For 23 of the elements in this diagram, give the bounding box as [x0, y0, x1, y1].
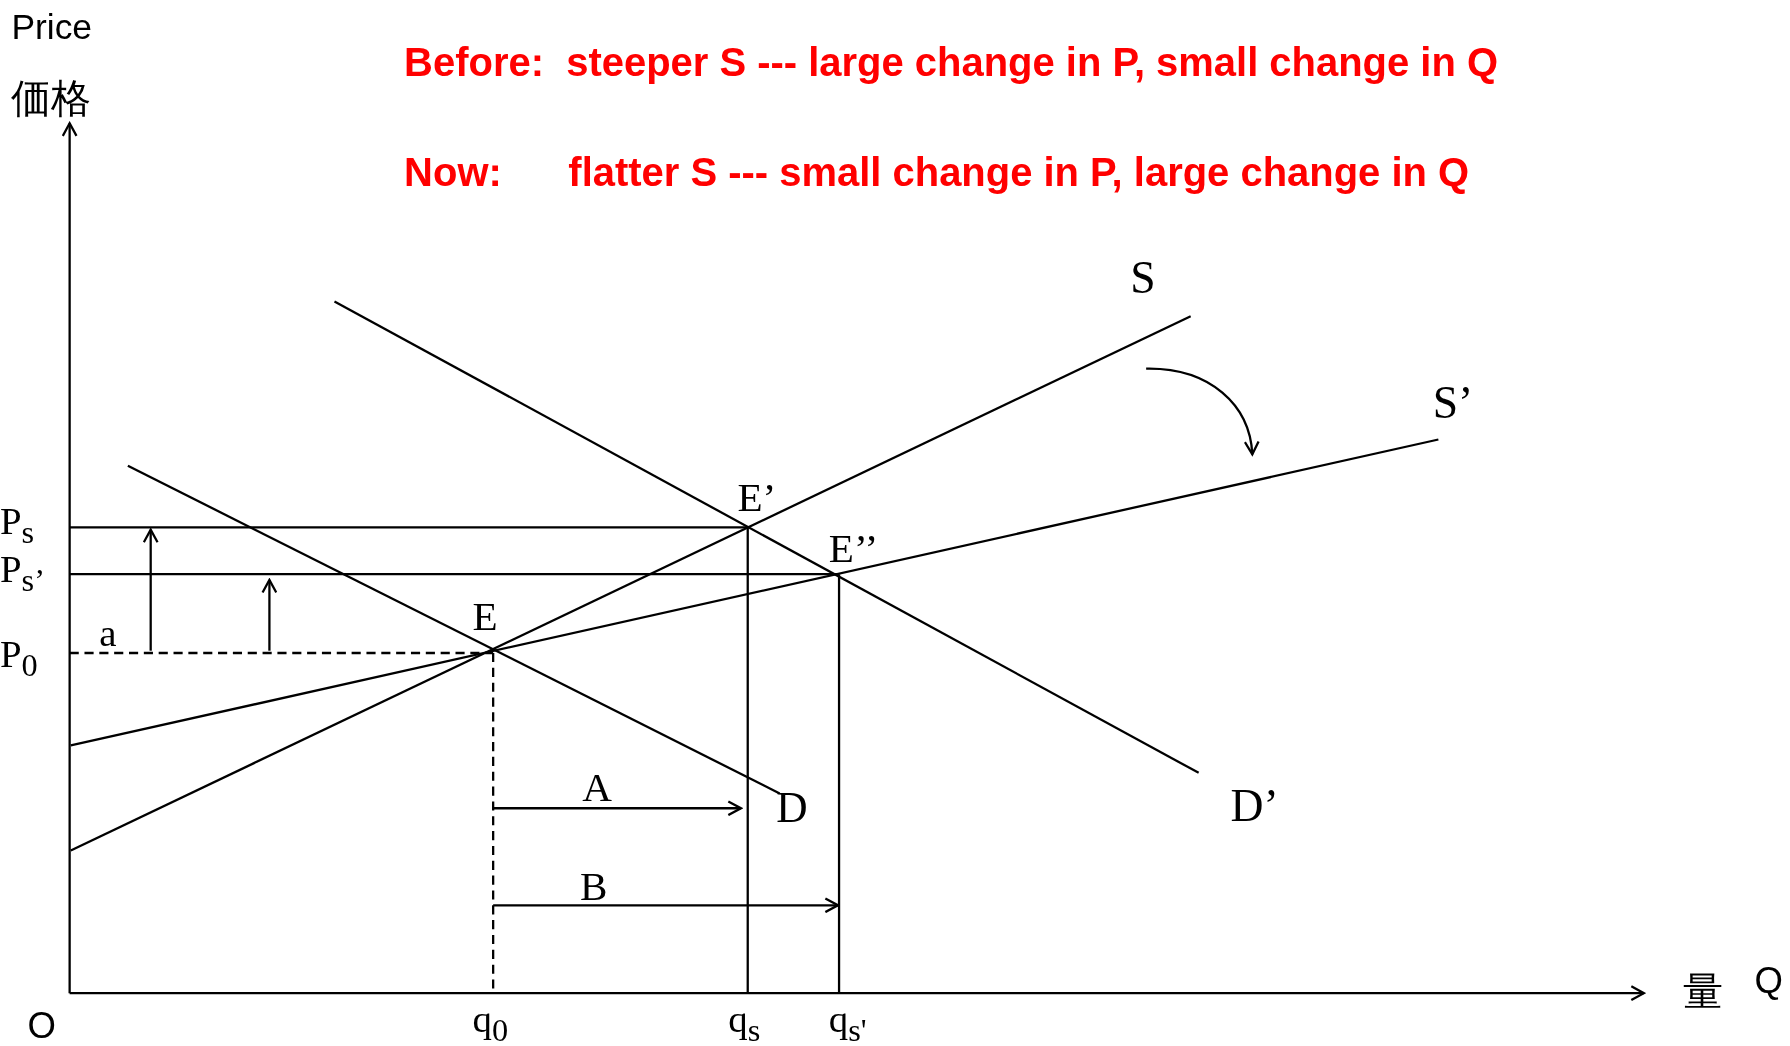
- tick-label: P$_{0}$: [0, 634, 38, 682]
- arrow-label: B: [579, 865, 608, 907]
- axis-label: Q: [1754, 962, 1783, 999]
- tick-label: P$_{s’}$: [0, 550, 45, 598]
- point-label: E’’: [828, 527, 879, 569]
- tick-label: q$_{s}$: [728, 1000, 761, 1046]
- axis-label: 量: [1682, 970, 1723, 1011]
- note-text: Before: steeper S --- large change in P, small change in Q: [404, 42, 1499, 83]
- tick-label: P$_{s}$: [0, 502, 35, 550]
- axis-label: 価格: [11, 77, 92, 118]
- tick-label: q$_{s'}$: [828, 1000, 867, 1046]
- curve-label: D: [776, 785, 808, 829]
- origin-label: O: [27, 1006, 56, 1044]
- axis-label: Price: [11, 9, 93, 45]
- tick-label: q$_{0}$: [472, 1000, 509, 1046]
- curve-label: S: [1130, 255, 1156, 302]
- note-text: Now: flatter S --- small change in P, large change in Q: [404, 151, 1470, 192]
- curve-label: S’: [1432, 380, 1474, 426]
- point-label: a: [99, 614, 117, 653]
- curve-label: D’: [1230, 783, 1279, 829]
- point-label: E: [472, 595, 498, 637]
- arrow-label: A: [582, 767, 612, 809]
- point-label: E’: [737, 477, 777, 519]
